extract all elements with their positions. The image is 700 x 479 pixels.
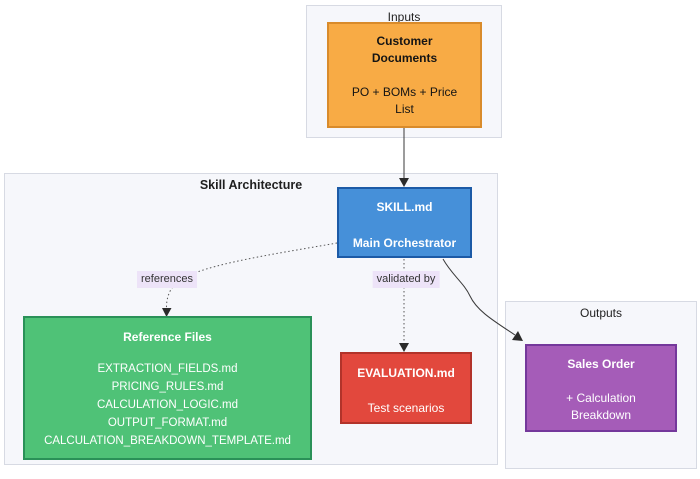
node-customer-documents: Customer Documents PO + BOMs + Price Lis…: [327, 22, 482, 128]
node-evaluation-md-title: EVALUATION.md: [357, 366, 455, 380]
node-customer-documents-subtitle: PO + BOMs + Price List: [351, 85, 458, 116]
reference-file-item: PRICING_RULES.md: [111, 381, 224, 393]
reference-file-item: CALCULATION_LOGIC.md: [96, 399, 238, 411]
reference-file-list: EXTRACTION_FIELDS.md PRICING_RULES.md CA…: [44, 360, 291, 450]
reference-file-item: OUTPUT_FORMAT.md: [107, 417, 228, 429]
node-customer-documents-title: Customer Documents: [371, 34, 438, 65]
edge-label-references: references: [137, 271, 197, 288]
reference-file-item: EXTRACTION_FIELDS.md: [97, 363, 238, 375]
node-skill-md: SKILL.md Main Orchestrator: [337, 187, 472, 258]
node-reference-files: Reference Files EXTRACTION_FIELDS.md PRI…: [23, 316, 312, 460]
container-skill-architecture-label: Skill Architecture: [199, 178, 303, 192]
node-evaluation-md-subtitle: Test scenarios: [367, 401, 445, 415]
node-skill-md-title: SKILL.md: [376, 200, 433, 214]
node-sales-order-subtitle: + Calculation Breakdown: [566, 391, 636, 422]
node-skill-md-subtitle: Main Orchestrator: [352, 236, 457, 250]
node-sales-order: Sales Order + Calculation Breakdown: [525, 344, 677, 432]
node-evaluation-md: EVALUATION.md Test scenarios: [340, 352, 472, 424]
node-reference-files-title: Reference Files: [123, 330, 212, 344]
edge-label-validated-by: validated by: [372, 271, 440, 288]
node-sales-order-title: Sales Order: [567, 357, 635, 371]
container-inputs-label: Inputs: [387, 10, 421, 24]
container-outputs-label: Outputs: [579, 306, 623, 320]
reference-file-item: CALCULATION_BREAKDOWN_TEMPLATE.md: [44, 435, 291, 447]
